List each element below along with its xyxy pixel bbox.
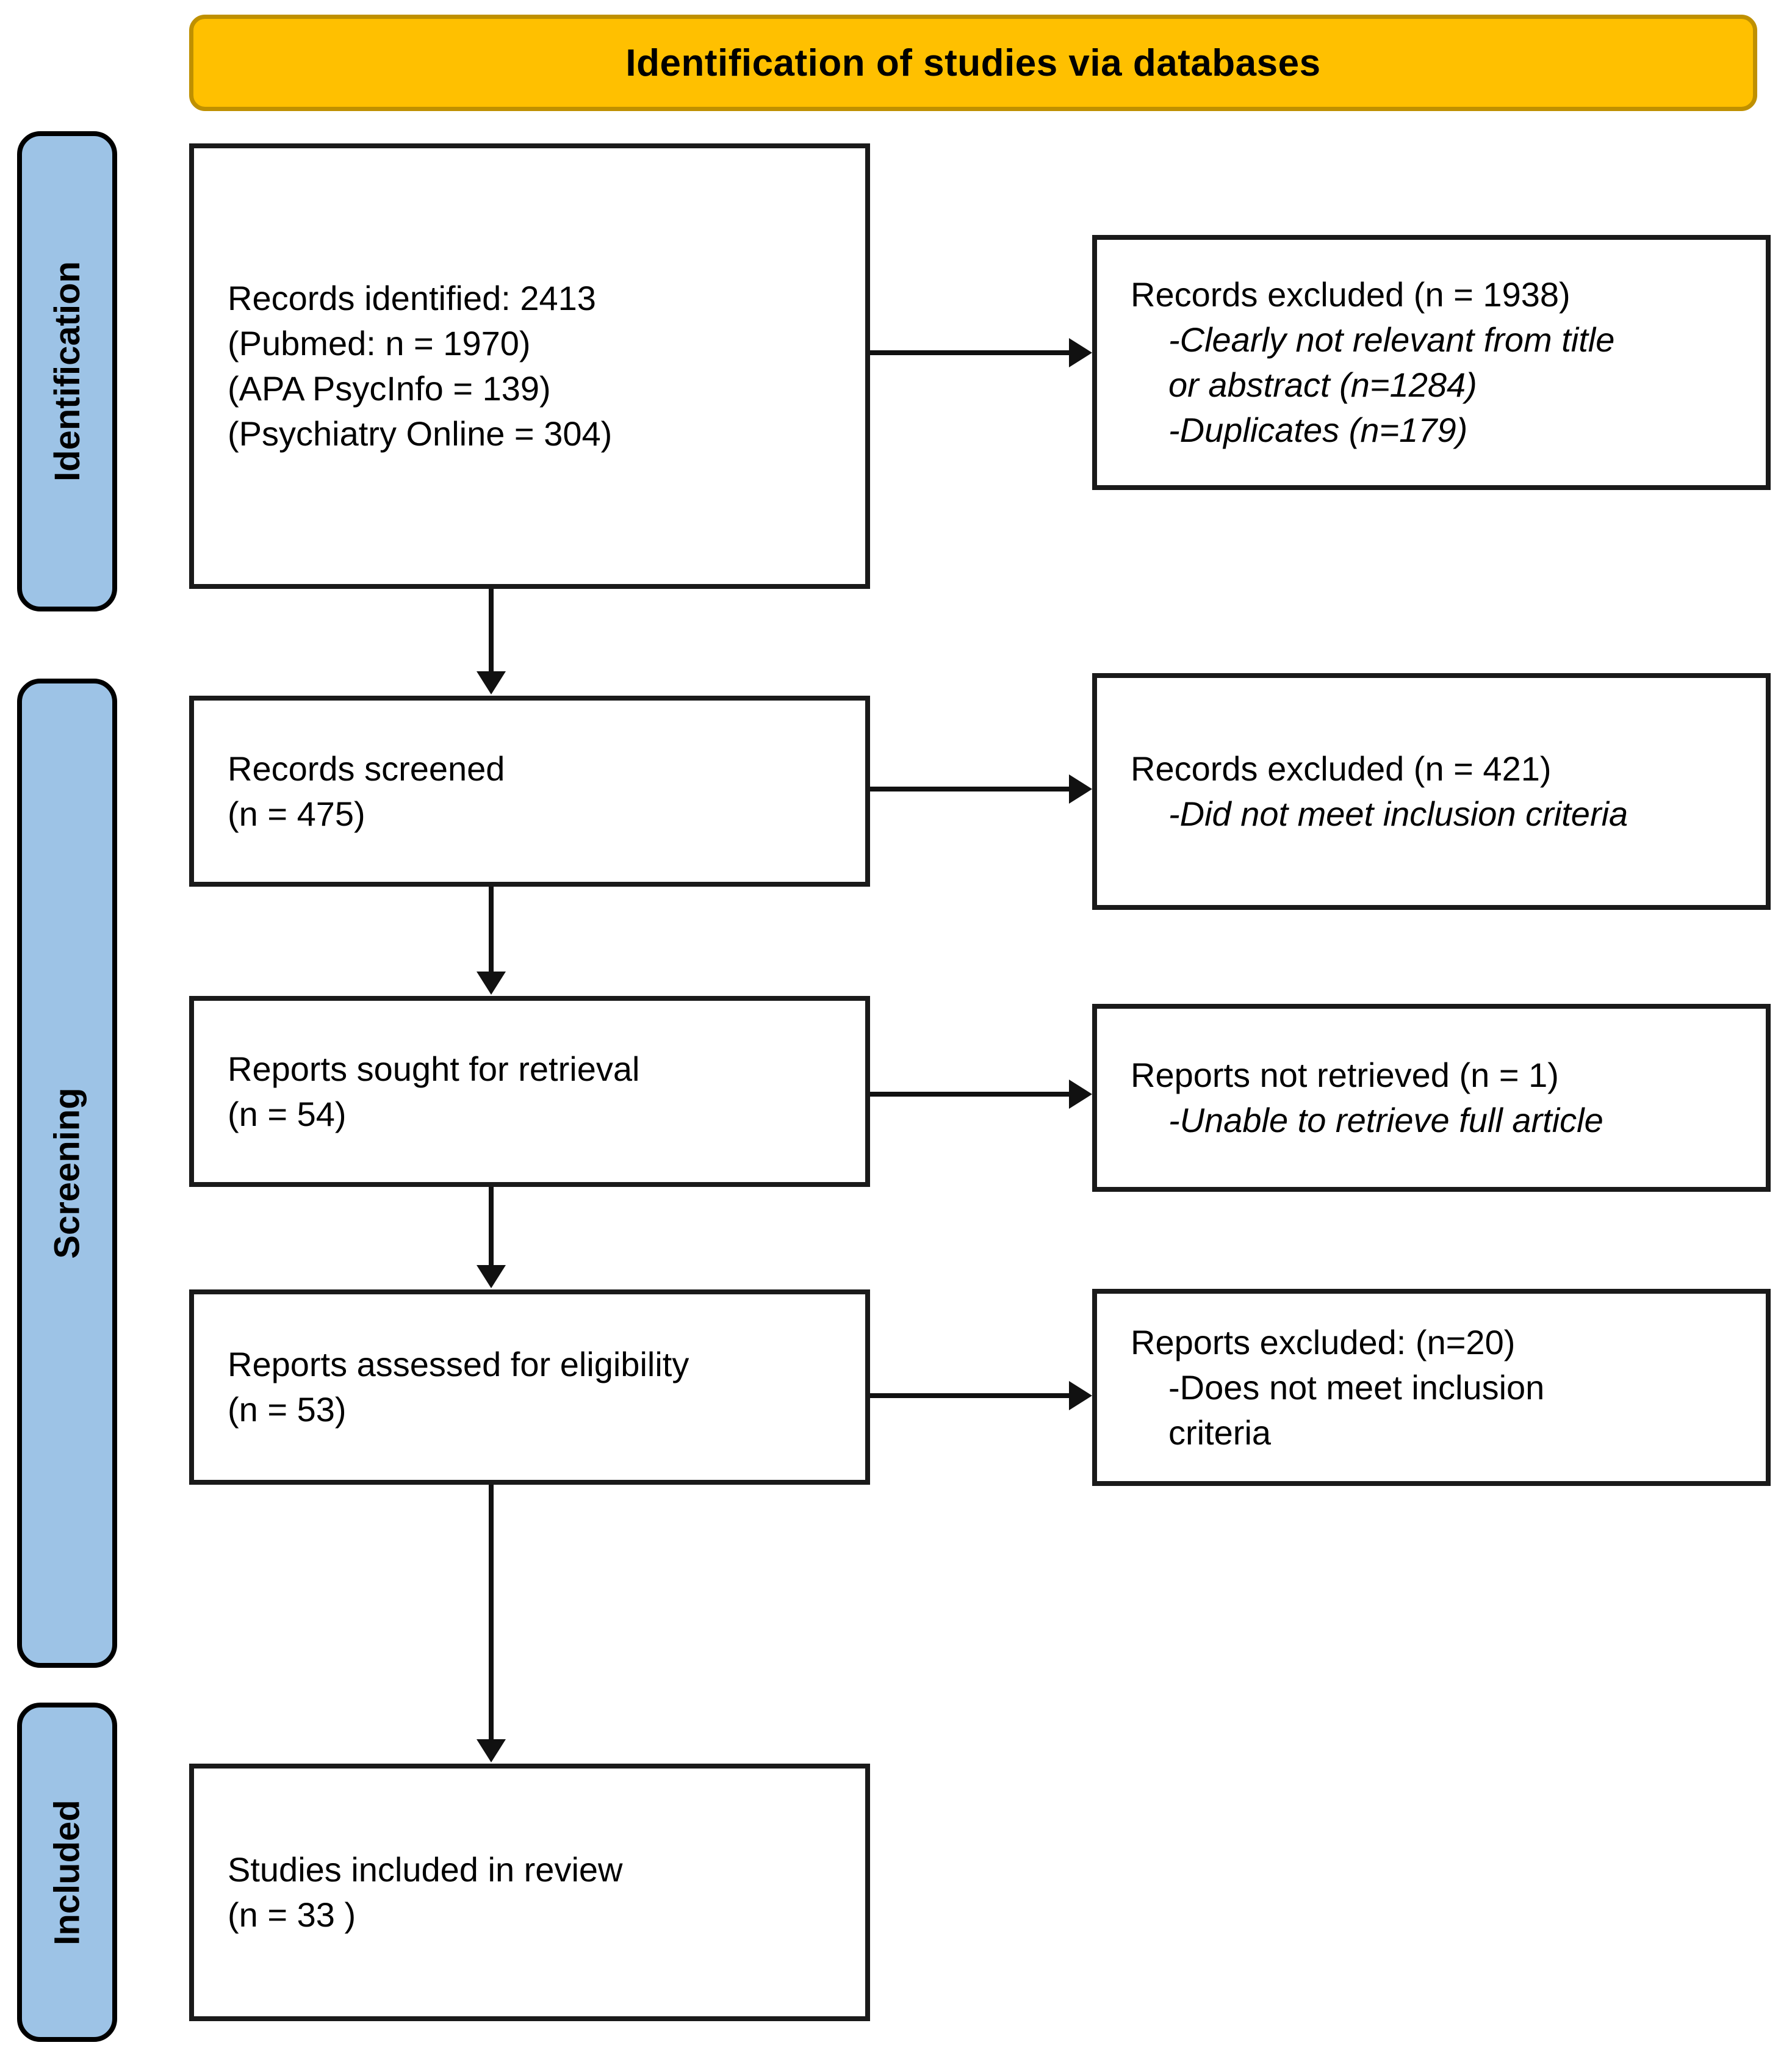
arrow-sought-to-assessed-line — [489, 1187, 494, 1269]
banner: Identification of studies via databases — [189, 15, 1757, 111]
box-reports-excluded-20: Reports excluded: (n=20) -Does not meet … — [1092, 1289, 1771, 1486]
arrow-assessed-to-included-line — [489, 1485, 494, 1743]
reports-sought-line2: (n = 54) — [228, 1094, 347, 1133]
reports-assessed-line1: Reports assessed for eligibility — [228, 1345, 689, 1383]
records-excluded-1938-detail1: -Clearly not relevant from title — [1168, 320, 1615, 359]
box-records-excluded-1938: Records excluded (n = 1938) -Clearly not… — [1092, 235, 1771, 490]
arrow-identified-to-screened-line — [489, 589, 494, 676]
arrow-identified-to-screened-head — [477, 671, 506, 694]
reports-not-retrieved-title: Reports not retrieved (n = 1) — [1131, 1056, 1559, 1094]
arrow-screened-to-excluded-line — [870, 787, 1071, 791]
studies-included-line1: Studies included in review — [228, 1850, 623, 1889]
box-records-identified: Records identified: 2413 (Pubmed: n = 19… — [189, 143, 870, 589]
records-excluded-1938-detail2: or abstract (n=1284) — [1168, 366, 1477, 404]
stage-label-identification-text: Identification — [47, 261, 87, 481]
records-screened-line1: Records screened — [228, 749, 505, 788]
banner-title: Identification of studies via databases — [625, 41, 1321, 84]
records-identified-line3: (APA PsycInfo = 139) — [228, 369, 551, 408]
records-excluded-1938-detail3: -Duplicates (n=179) — [1168, 411, 1468, 449]
records-excluded-421-title: Records excluded (n = 421) — [1131, 749, 1552, 788]
records-screened-line2: (n = 475) — [228, 794, 365, 833]
reports-excluded-20-detail2: criteria — [1168, 1413, 1272, 1452]
arrow-identified-to-excluded-head — [1069, 338, 1092, 367]
studies-included-line2: (n = 33 ) — [228, 1895, 356, 1934]
reports-assessed-line2: (n = 53) — [228, 1390, 347, 1429]
arrow-screened-to-sought-head — [477, 972, 506, 995]
stage-label-screening-text: Screening — [47, 1087, 87, 1259]
arrow-screened-to-sought-line — [489, 887, 494, 976]
arrow-sought-to-assessed-head — [477, 1265, 506, 1288]
box-records-excluded-421: Records excluded (n = 421) -Did not meet… — [1092, 673, 1771, 910]
arrow-assessed-to-excluded-head — [1069, 1381, 1092, 1410]
records-identified-line1: Records identified: 2413 — [228, 279, 596, 317]
box-reports-assessed: Reports assessed for eligibility (n = 53… — [189, 1289, 870, 1485]
records-excluded-1938-title: Records excluded (n = 1938) — [1131, 275, 1571, 314]
records-excluded-421-detail1: -Did not meet inclusion criteria — [1168, 795, 1628, 833]
reports-excluded-20-title: Reports excluded: (n=20) — [1131, 1322, 1516, 1361]
arrow-assessed-to-excluded-line — [870, 1393, 1071, 1398]
stage-label-included: Included — [17, 1703, 117, 2042]
arrow-identified-to-excluded-line — [870, 350, 1071, 355]
arrow-assessed-to-included-head — [477, 1739, 506, 1762]
arrow-sought-to-notretrieved-line — [870, 1092, 1071, 1097]
stage-label-screening: Screening — [17, 679, 117, 1668]
arrow-sought-to-notretrieved-head — [1069, 1080, 1092, 1109]
records-identified-line4: (Psychiatry Online = 304) — [228, 414, 613, 453]
stage-label-included-text: Included — [47, 1799, 87, 1945]
reports-sought-line1: Reports sought for retrieval — [228, 1049, 640, 1088]
box-records-screened: Records screened (n = 475) — [189, 696, 870, 887]
reports-excluded-20-detail1: -Does not meet inclusion — [1168, 1368, 1545, 1407]
box-reports-not-retrieved: Reports not retrieved (n = 1) -Unable to… — [1092, 1004, 1771, 1192]
stage-label-identification: Identification — [17, 131, 117, 611]
arrow-screened-to-excluded-head — [1069, 774, 1092, 804]
records-identified-line2: (Pubmed: n = 1970) — [228, 324, 531, 362]
box-reports-sought: Reports sought for retrieval (n = 54) — [189, 996, 870, 1187]
box-studies-included: Studies included in review (n = 33 ) — [189, 1764, 870, 2021]
reports-not-retrieved-detail1: -Unable to retrieve full article — [1168, 1101, 1603, 1139]
